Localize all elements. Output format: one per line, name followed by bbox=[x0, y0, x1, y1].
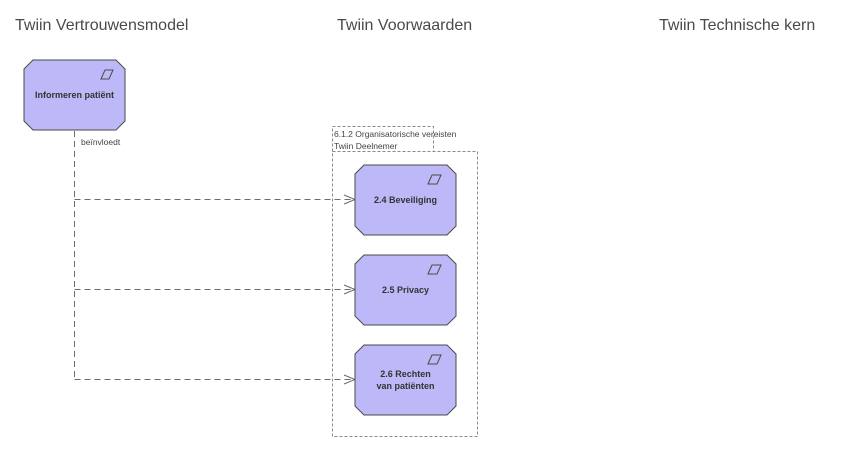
source-node-label: Informeren patiënt bbox=[34, 90, 114, 100]
parallelogram-icon bbox=[100, 69, 114, 80]
group-boundary bbox=[332, 151, 478, 437]
target-node-label: 2.5 Privacy bbox=[381, 285, 430, 295]
target-node-outline-1 bbox=[354, 164, 457, 236]
parallelogram-icon bbox=[427, 174, 442, 185]
source-node-outline bbox=[23, 59, 126, 131]
target-node-privacy[interactable]: 2.5 Privacy bbox=[355, 255, 456, 325]
target-node-rechten[interactable]: 2.6 Rechten van patiënten bbox=[355, 345, 456, 415]
column-title-voorwaarden: Twiin Voorwaarden bbox=[337, 17, 473, 34]
column-title-vertrouwensmodel: Twiin Vertrouwensmodel bbox=[15, 17, 189, 34]
group-label-tab bbox=[332, 126, 434, 152]
target-node-beveiliging[interactable]: 2.4 Beveiliging bbox=[355, 165, 456, 235]
target-node-label: 2.6 Rechten van patiënten bbox=[376, 369, 435, 391]
group-label[interactable]: 6.1.2 Organisatorische vereisten Twiin D… bbox=[334, 128, 456, 152]
target-node-label: 2.4 Beveiliging bbox=[373, 195, 438, 205]
parallelogram-icon bbox=[427, 264, 442, 275]
group-label-line2: Twiin Deelnemer bbox=[334, 141, 398, 151]
column-title-technische-kern: Twiin Technische kern bbox=[659, 17, 816, 34]
parallelogram-icon bbox=[427, 354, 442, 365]
source-node[interactable]: Informeren patiënt bbox=[24, 60, 125, 130]
edge-label: beïnvloedt bbox=[81, 137, 121, 147]
target-node-outline-3 bbox=[354, 344, 457, 416]
target-node-outline-2 bbox=[354, 254, 457, 326]
group-label-line1: 6.1.2 Organisatorische vereisten bbox=[334, 129, 457, 139]
